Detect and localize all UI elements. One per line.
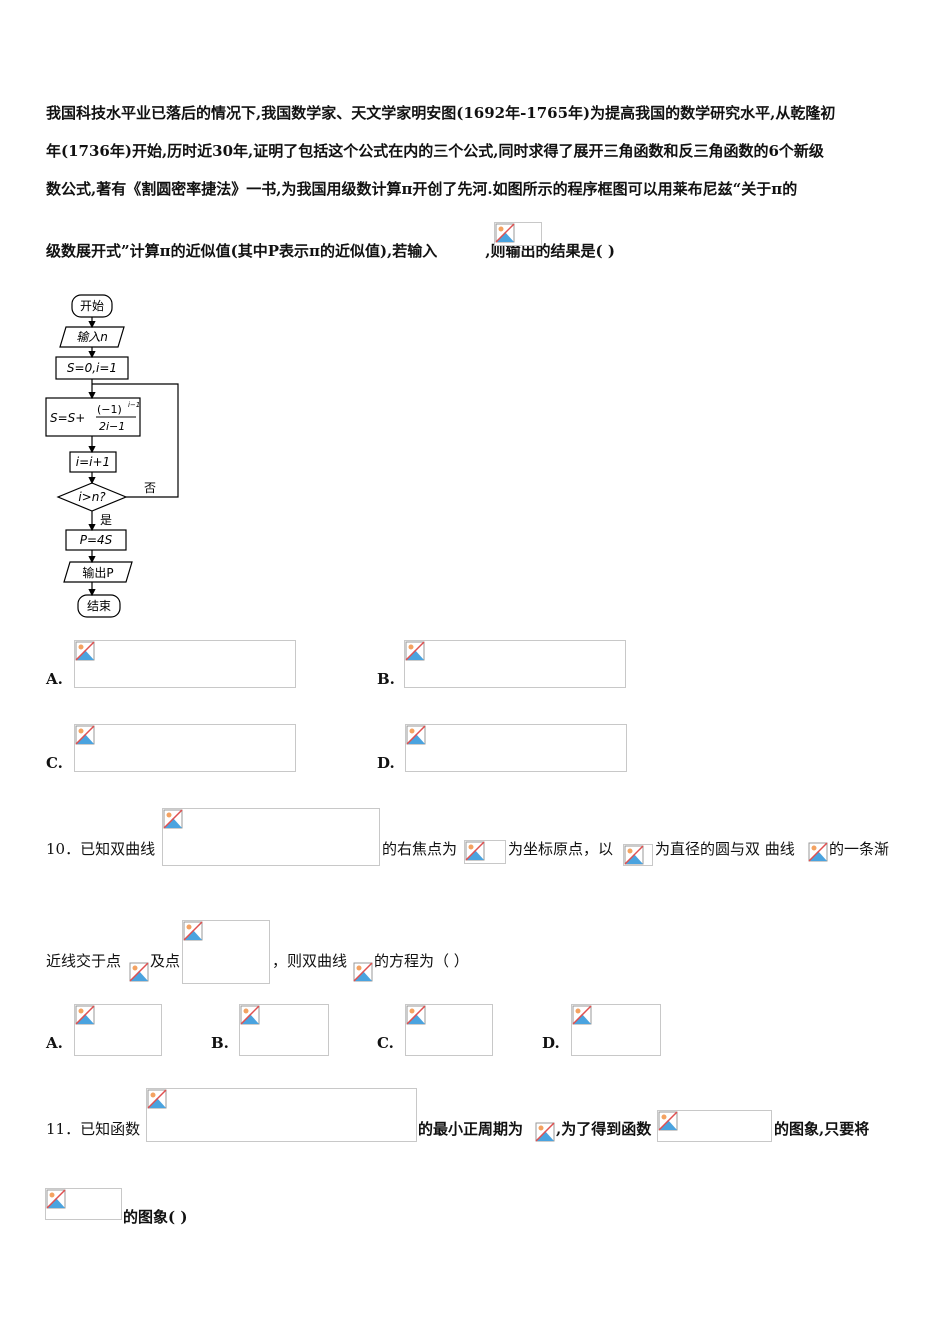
broken-image-icon [658,1111,678,1131]
intro-line-3: 数公式,著有《割圆密率捷法》一书,为我国用级数计算π开创了先河.如图所示的程序框… [46,180,798,198]
q9-option-d: D. [377,754,395,772]
flow-start: 开始 [80,299,104,313]
flow-numerator: (−1) [97,403,122,416]
q10-point-b-image [182,920,270,984]
q10-curve-image [808,842,828,864]
q10-option-b-image [239,1004,329,1056]
q9-option-a: A. [46,670,63,688]
q10-curve-c-image [353,962,373,984]
q11-target-function-image [657,1110,772,1142]
q10-text-2: 的右焦点为 [382,840,458,858]
broken-image-icon [535,1122,555,1142]
q9-option-c-image [74,724,296,772]
q9-option-a-image [74,640,296,688]
q10-text-6: 近线交于点 [46,952,122,970]
program-flowchart: 开始 输入n S=0,i=1 S=S+ (−1) i−1 2i−1 i=i+1 … [45,294,179,618]
broken-image-icon [406,725,426,745]
q10-option-c-image [405,1004,493,1056]
broken-image-icon [75,1005,95,1025]
broken-image-icon [353,962,373,982]
q11-period-image [535,1122,555,1142]
q10-text-9: 的方程为（ ） [374,952,469,970]
q11-source-function-image [45,1188,122,1220]
broken-image-icon [46,1189,66,1209]
flow-input: 输入n [76,330,108,344]
q10-option-d-image [571,1004,661,1056]
broken-image-icon [624,845,644,865]
broken-image-icon [406,1005,426,1025]
q10-text-4: 为直径的圆与双 曲线 [655,840,795,858]
q10-text-1: 10．已知双曲线 [46,840,156,858]
q9-option-d-image [405,724,627,772]
flow-assign: P=4S [80,533,113,547]
broken-image-icon [129,962,149,982]
q9-option-b-image [404,640,626,688]
q11-text-3: ,为了得到函数 [556,1120,652,1138]
flow-increment: i=i+1 [76,455,110,469]
q11-text-4: 的图象,只要将 [774,1120,870,1138]
flow-update-left: S=S+ [50,411,85,425]
broken-image-icon [163,809,183,829]
intro-line-4a: 级数展开式”计算π的近似值(其中P表示π的近似值),若输入 [46,242,438,260]
q10-text-3: 为坐标原点，以 [508,840,614,858]
broken-image-icon [147,1089,167,1109]
q10-text-7: 及点 [150,952,181,970]
q10-option-d: D. [542,1034,560,1052]
q10-text-8: ，则双曲线 [272,952,348,970]
q10-segment-image [623,844,653,866]
broken-image-icon [465,841,485,861]
q11-text-5: 的图象( ) [123,1208,188,1226]
q10-option-c: C. [377,1034,394,1052]
intro-line-2: 年(1736年)开始,历时近30年,证明了包括这个公式在内的三个公式,同时求得了… [46,142,824,160]
flow-exponent: i−1 [128,401,140,409]
intro-line-4: 级数展开式”计算π的近似值(其中P表示π的近似值),若输入 ,则输出的结果是( ) [46,240,615,261]
flow-init: S=0,i=1 [67,361,117,375]
q10-option-b: B. [211,1034,229,1052]
flow-output: 输出P [82,565,113,580]
flow-denominator: 2i−1 [99,420,125,433]
q11-text-1: 11．已知函数 [46,1120,141,1138]
intro-line-4b: ,则输出的结果是( ) [485,242,615,260]
flow-end: 结束 [87,599,111,613]
q11-text-2: 的最小正周期为 [418,1120,524,1138]
q10-text-5: 的一条渐 [829,840,890,858]
broken-image-icon [495,223,515,243]
flow-yes-label: 是 [100,513,112,527]
q10-option-a: A. [46,1034,63,1052]
broken-image-icon [808,842,828,862]
q10-option-a-image [74,1004,162,1056]
broken-image-icon [183,921,203,941]
q10-point-a-image [129,962,149,984]
q9-option-c: C. [46,754,63,772]
broken-image-icon [572,1005,592,1025]
q10-focus-image [464,840,506,864]
broken-image-icon [75,725,95,745]
input-value-image [494,222,542,246]
broken-image-icon [75,641,95,661]
broken-image-icon [240,1005,260,1025]
broken-image-icon [405,641,425,661]
flow-condition: i>n? [78,490,106,504]
intro-line-1: 我国科技水平业已落后的情况下,我国数学家、天文学家明安图(1692年-1765年… [46,104,836,122]
q9-option-b: B. [377,670,395,688]
flow-no-label: 否 [144,481,156,495]
q11-function-image [146,1088,417,1142]
q10-hyperbola-image [162,808,380,866]
